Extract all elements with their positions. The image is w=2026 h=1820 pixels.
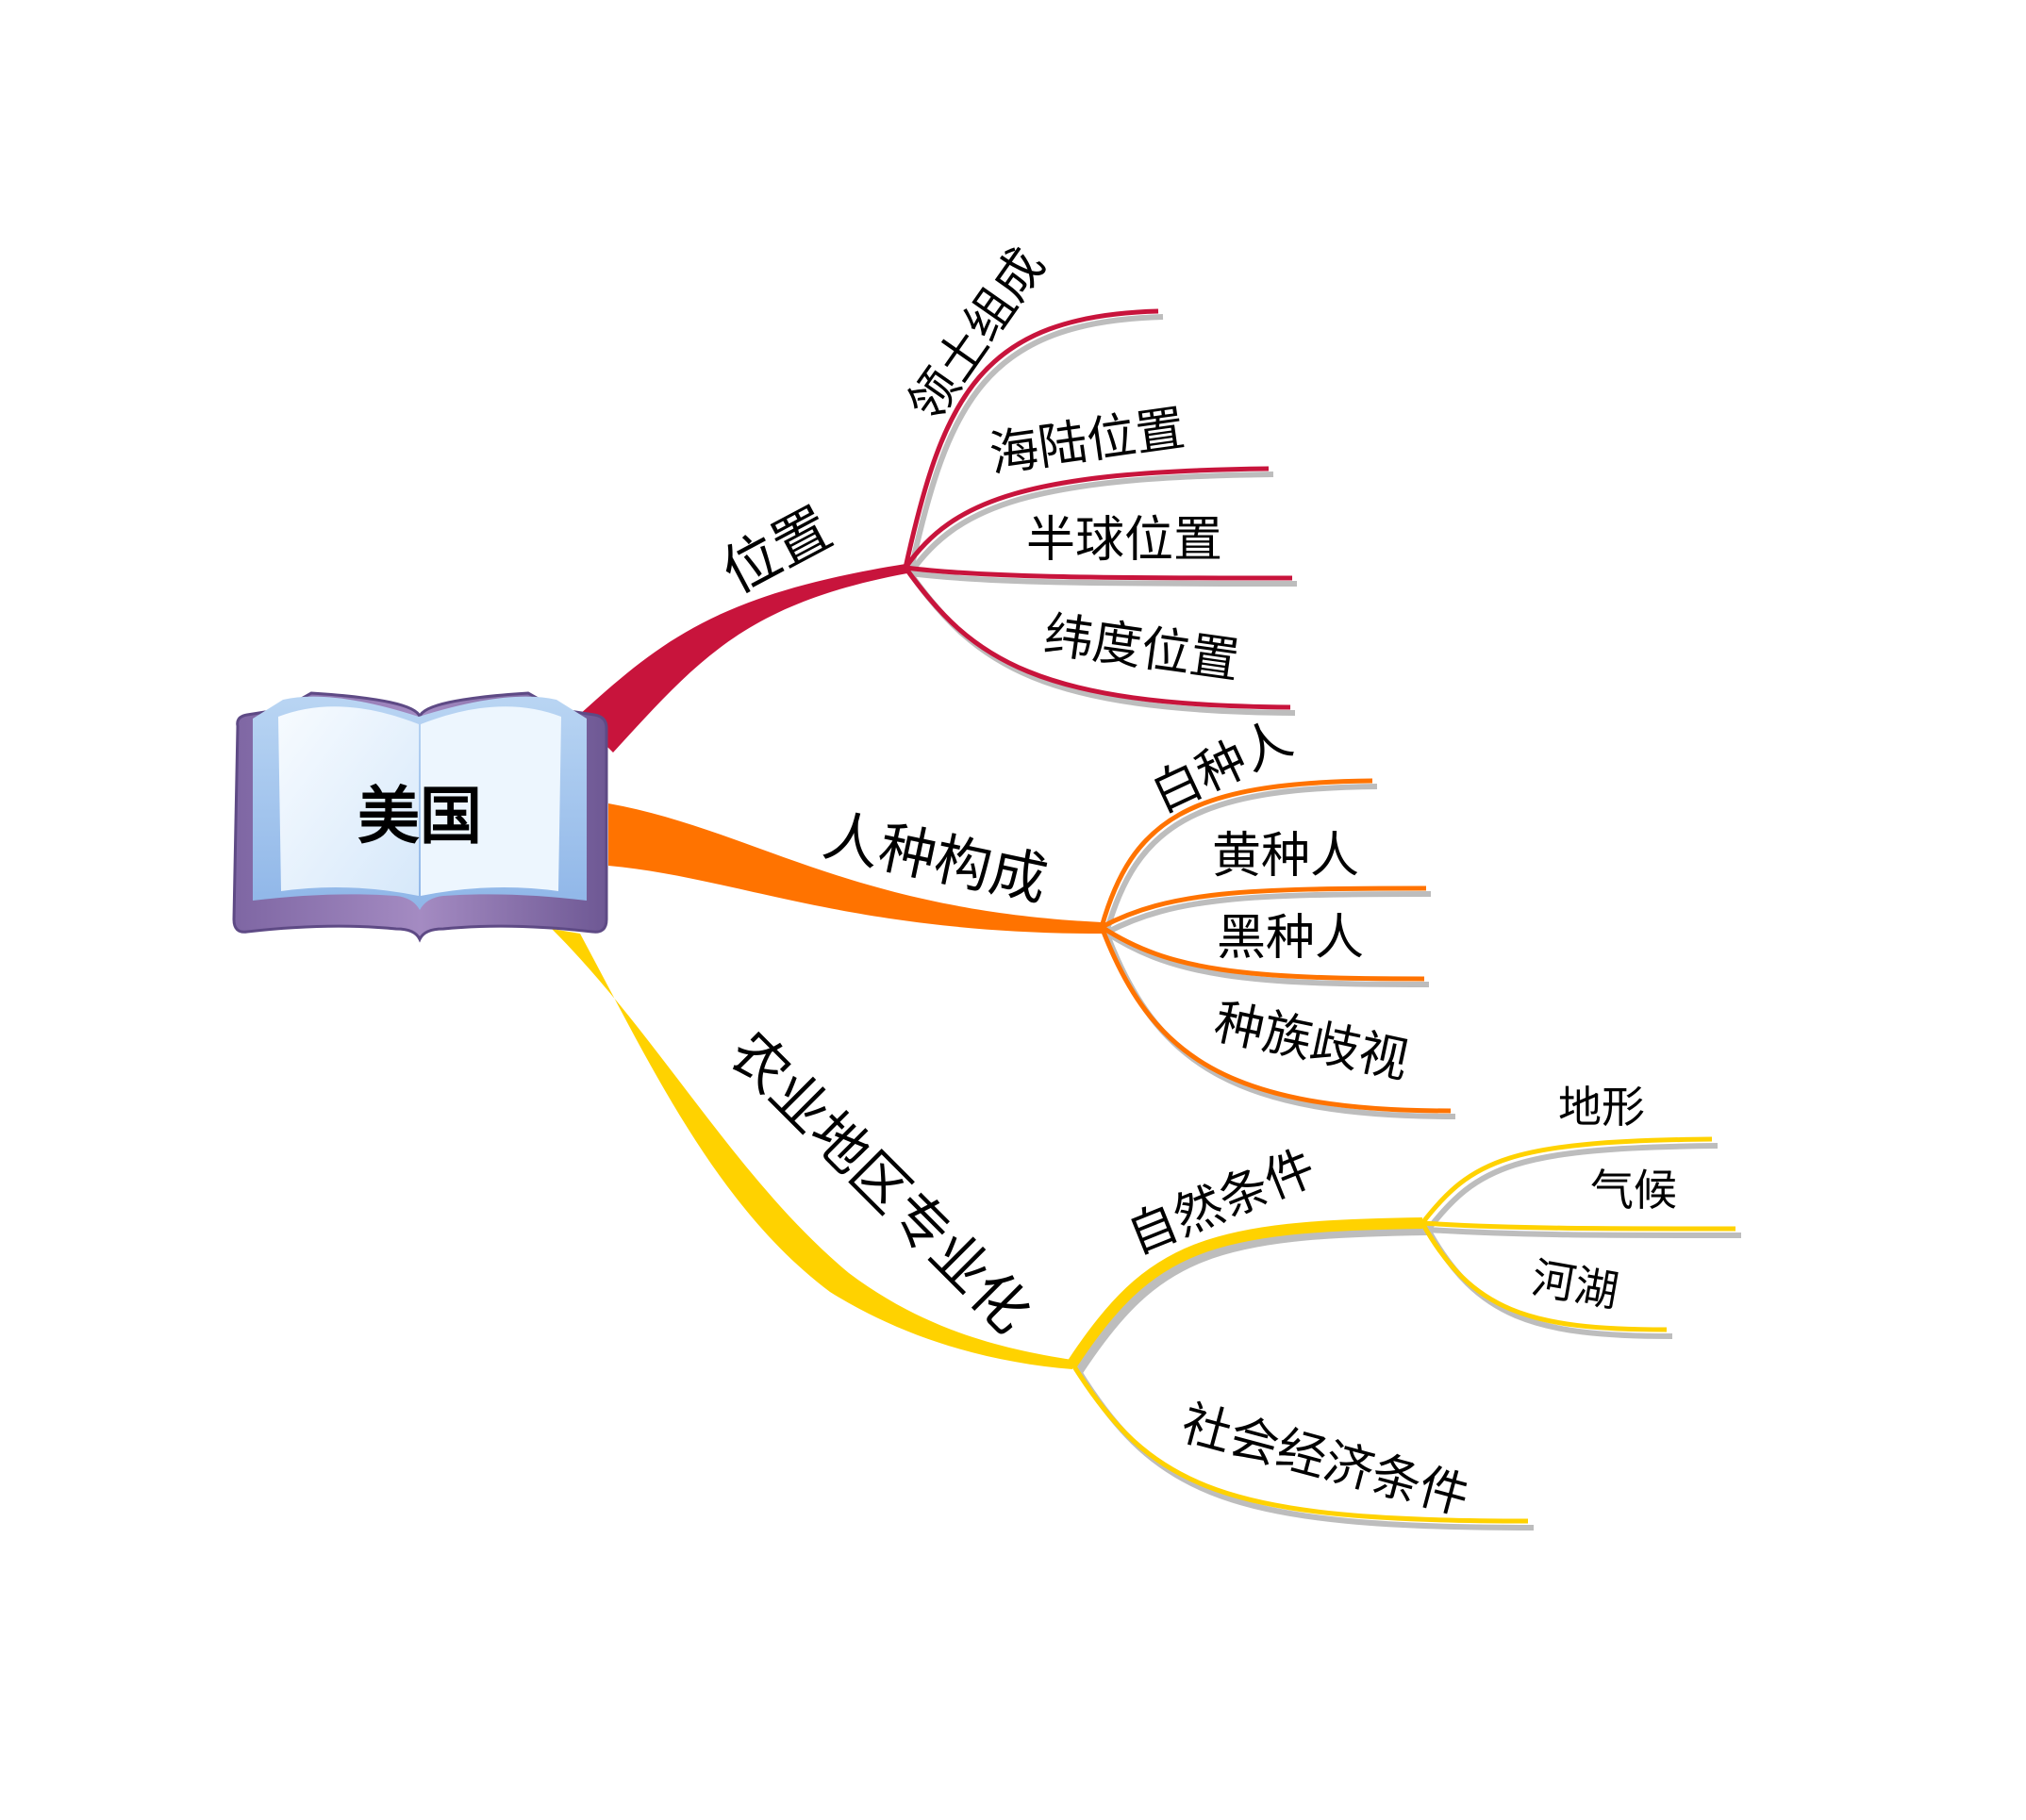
- branch-location-subbranches: [903, 308, 1293, 710]
- node-hemisphere-position[interactable]: 半球位置: [1026, 512, 1222, 569]
- branch-ethnic-trunk: [608, 803, 1102, 934]
- branch-ethnic-subbranches: [1099, 778, 1452, 1114]
- branch-agri-subbranches: [1067, 1136, 1736, 1524]
- open-book-icon: [232, 691, 608, 943]
- node-terrain[interactable]: 地形: [1558, 1082, 1645, 1133]
- branch-agricultural-specialization[interactable]: 农业地区专业化 自然条件 地形 气候 河湖 社会经济条件: [552, 929, 1742, 1530]
- branch-location-trunk: [577, 564, 907, 753]
- center-node[interactable]: 美国: [232, 691, 608, 943]
- node-rivers-lakes[interactable]: 河湖: [1528, 1252, 1622, 1317]
- node-latitude-position[interactable]: 纬度位置: [1040, 606, 1242, 689]
- node-black-race[interactable]: 黑种人: [1217, 910, 1364, 967]
- node-yellow-race[interactable]: 黄种人: [1212, 828, 1359, 885]
- center-node-label[interactable]: 美国: [357, 779, 482, 852]
- node-racial-discrimination[interactable]: 种族歧视: [1209, 994, 1413, 1090]
- node-climate[interactable]: 气候: [1590, 1165, 1677, 1216]
- node-socioeconomic-conditions[interactable]: 社会经济条件: [1176, 1396, 1475, 1527]
- branch-location[interactable]: 位置 领土组成 海陆位置 半球位置 纬度位置: [577, 239, 1298, 753]
